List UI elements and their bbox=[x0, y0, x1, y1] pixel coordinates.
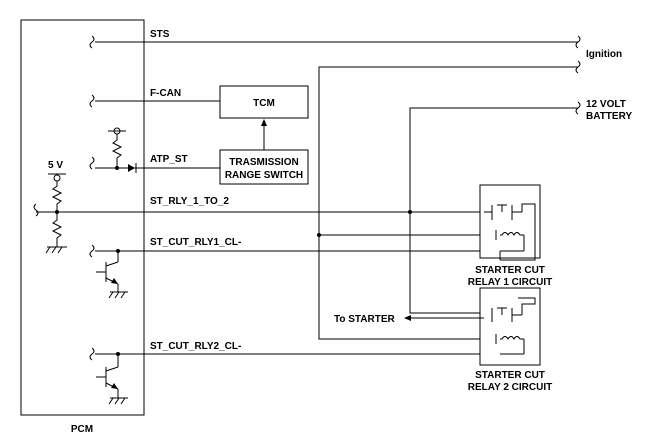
transmission-range-switch-box bbox=[219, 149, 309, 185]
ignition-feed-wire bbox=[318, 66, 578, 340]
starter-cut-relay-2-box bbox=[479, 287, 541, 366]
atp-junction-dot bbox=[115, 166, 119, 170]
trs-label-line2: RANGE SWITCH bbox=[225, 170, 303, 181]
relay1-label-line1: STARTER CUT bbox=[475, 265, 545, 276]
transistor-1-emitter-arrow bbox=[111, 278, 118, 284]
battery-label-line2: BATTERY bbox=[586, 111, 632, 122]
trs-label-line1: TRASMISSION bbox=[229, 157, 298, 168]
to-starter-label: To STARTER bbox=[334, 314, 396, 325]
transistor-2-emitter-arrow bbox=[111, 383, 118, 389]
five-v-terminal bbox=[53, 174, 61, 182]
st-cut2-label: ST_CUT_RLY2_CL- bbox=[150, 341, 241, 352]
five-v-ground-symbol bbox=[45, 246, 67, 254]
ignition-label: Ignition bbox=[586, 49, 622, 60]
five-v-label: 5 V bbox=[48, 160, 63, 171]
relay2-label-line1: STARTER CUT bbox=[475, 370, 545, 381]
relay-1-internals bbox=[484, 203, 536, 261]
atp-pullup-resistor bbox=[111, 134, 123, 168]
fcan-label: F-CAN bbox=[150, 88, 181, 99]
ignition-feed-connector-mark bbox=[575, 60, 581, 74]
st-cut1-label: ST_CUT_RLY1_CL- bbox=[150, 237, 241, 248]
sts-label: STS bbox=[150, 29, 170, 40]
diode-symbol bbox=[128, 164, 135, 172]
st-rly-label: ST_RLY_1_TO_2 bbox=[150, 196, 229, 207]
to-starter-arrowhead bbox=[404, 315, 411, 321]
five-v-upper-resistor bbox=[51, 181, 63, 212]
ignition-connector-mark bbox=[575, 35, 581, 49]
st-rly-pcm-junction bbox=[55, 210, 59, 214]
trs-to-tcm-arrowhead bbox=[261, 119, 267, 126]
battery-junction bbox=[408, 210, 412, 214]
tcm-box bbox=[219, 85, 309, 119]
transistor-1 bbox=[96, 251, 128, 299]
transistor-2 bbox=[96, 354, 128, 405]
atp-st-label: ATP_ST bbox=[150, 154, 188, 165]
five-v-lower-resistor bbox=[51, 212, 63, 247]
starter-cut-relay-1-box bbox=[479, 184, 541, 259]
pcm-connector-marks bbox=[33, 35, 95, 361]
battery-connector-mark bbox=[575, 101, 581, 115]
relay1-label-line2: RELAY 1 CIRCUIT bbox=[468, 277, 552, 288]
relay-2-internals bbox=[491, 297, 536, 355]
tcm-label: TCM bbox=[253, 98, 275, 109]
relay2-label-line2: RELAY 2 CIRCUIT bbox=[468, 382, 552, 393]
pcm-label: PCM bbox=[71, 424, 93, 435]
battery-label-line1: 12 VOLT bbox=[586, 99, 626, 110]
pcm-box bbox=[20, 19, 145, 416]
